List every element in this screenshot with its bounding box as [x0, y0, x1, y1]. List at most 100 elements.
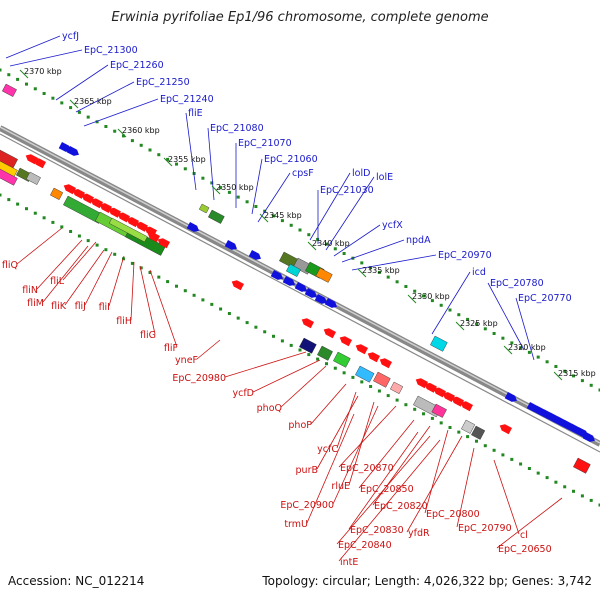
reverse-gene-label: EpC_20850	[360, 484, 414, 495]
leader-line	[338, 405, 397, 468]
ruler-dot	[439, 421, 443, 425]
leader-line	[515, 297, 535, 361]
leader-line	[36, 239, 83, 290]
tick-mark	[259, 213, 269, 223]
gene-arrow	[33, 158, 46, 169]
gene-arrow	[147, 232, 160, 243]
gene-arrow	[81, 193, 94, 204]
feature-block	[389, 381, 404, 395]
ruler-dot	[298, 348, 302, 352]
forward-gene-label: EpC_20770	[518, 293, 572, 304]
ruler-dot	[77, 110, 81, 114]
feature-block	[198, 203, 210, 214]
ruler-dot	[219, 307, 223, 311]
forward-gene-label: EpC_21250	[136, 77, 190, 88]
ruler-dot	[95, 243, 99, 247]
ruler-dot	[42, 92, 46, 95]
ruler-dot	[245, 321, 249, 325]
feature-block	[49, 187, 64, 201]
tick-label: 2360 kbp	[122, 126, 160, 135]
ruler-dot	[227, 190, 231, 194]
tick-mark	[211, 185, 221, 195]
leader-line	[55, 64, 109, 101]
reverse-gene-label: yneF	[175, 355, 198, 366]
ruler-dot	[130, 261, 134, 265]
leader-line	[487, 282, 525, 351]
feature-block	[471, 425, 486, 440]
reverse-gene-label: fliN	[22, 285, 38, 296]
reverse-gene-label: EpC_20870	[340, 463, 394, 474]
tick-label: 2370 kbp	[24, 67, 62, 76]
gene-arrow	[231, 280, 244, 291]
feature-block	[0, 167, 18, 186]
ruler-dot	[166, 280, 170, 284]
feature-block	[108, 217, 148, 243]
tick-label: 2365 kbp	[74, 97, 112, 106]
ruler-dot	[404, 403, 408, 407]
ruler-dot	[448, 308, 452, 312]
ruler-dot	[16, 202, 20, 206]
leader-line	[310, 383, 347, 425]
leader-line	[431, 271, 471, 335]
ruler-dot	[333, 366, 337, 370]
ruler-dot	[60, 101, 64, 105]
ruler-dot	[236, 195, 240, 199]
gene-arrow	[135, 221, 148, 232]
ruler-dot	[404, 285, 408, 288]
gene-arrow	[108, 207, 121, 218]
ruler-dot	[201, 298, 205, 302]
leader-line	[341, 239, 405, 263]
leader-line	[406, 435, 463, 533]
gene-arrow	[379, 358, 392, 369]
ruler-dot	[501, 453, 505, 457]
leader-line	[456, 447, 475, 528]
ruler-dot	[254, 205, 258, 208]
gene-arrow	[314, 294, 327, 304]
ruler-dot	[598, 503, 600, 507]
gene-arrow	[126, 217, 139, 228]
forward-gene-label: npdA	[406, 235, 431, 246]
feature-block	[430, 335, 448, 352]
ruler-dot	[475, 439, 478, 443]
ruler-dot	[580, 379, 584, 383]
ruler-dot	[51, 220, 55, 224]
forward-gene-label: EpC_20780	[490, 278, 544, 289]
ruler-dot	[563, 369, 567, 373]
feature-block	[317, 345, 333, 361]
forward-gene-label: icd	[472, 267, 486, 278]
ruler-dot	[219, 186, 223, 190]
tick-mark	[503, 345, 513, 355]
ruler-dot	[104, 125, 108, 128]
gene-arrow	[582, 432, 595, 442]
ruler-dot	[157, 275, 161, 279]
ruler-dot	[510, 341, 514, 345]
reverse-gene-label: EpC_20820	[374, 501, 428, 512]
gene-arrow	[451, 396, 464, 407]
ruler-dot	[122, 134, 125, 138]
leader-line	[333, 224, 381, 257]
forward-gene-label: lolE	[376, 172, 393, 183]
genome-summary: Topology: circular; Length: 4,026,322 bp…	[262, 574, 592, 588]
gene-arrow	[301, 318, 314, 329]
leader-line	[316, 395, 359, 470]
reverse-gene-label: EpC_20980	[172, 373, 226, 384]
ruler-dot	[342, 252, 346, 255]
ruler-dot	[0, 193, 2, 197]
leader-line	[325, 176, 375, 251]
ruler-dot	[325, 362, 328, 366]
ruler-dot	[439, 303, 443, 307]
ruler-dot	[289, 343, 293, 347]
ruler-dot	[527, 467, 531, 470]
gene-arrow	[304, 288, 317, 298]
feature-block	[1, 83, 17, 97]
leader-line	[16, 227, 63, 265]
forward-gene-label: lolD	[352, 168, 370, 179]
feature-block	[315, 267, 333, 283]
ruler-dot	[413, 289, 417, 293]
ruler-dot	[69, 106, 73, 110]
ruler-dot	[25, 207, 28, 211]
ruler-dot	[589, 383, 593, 387]
feature-block	[373, 371, 391, 388]
